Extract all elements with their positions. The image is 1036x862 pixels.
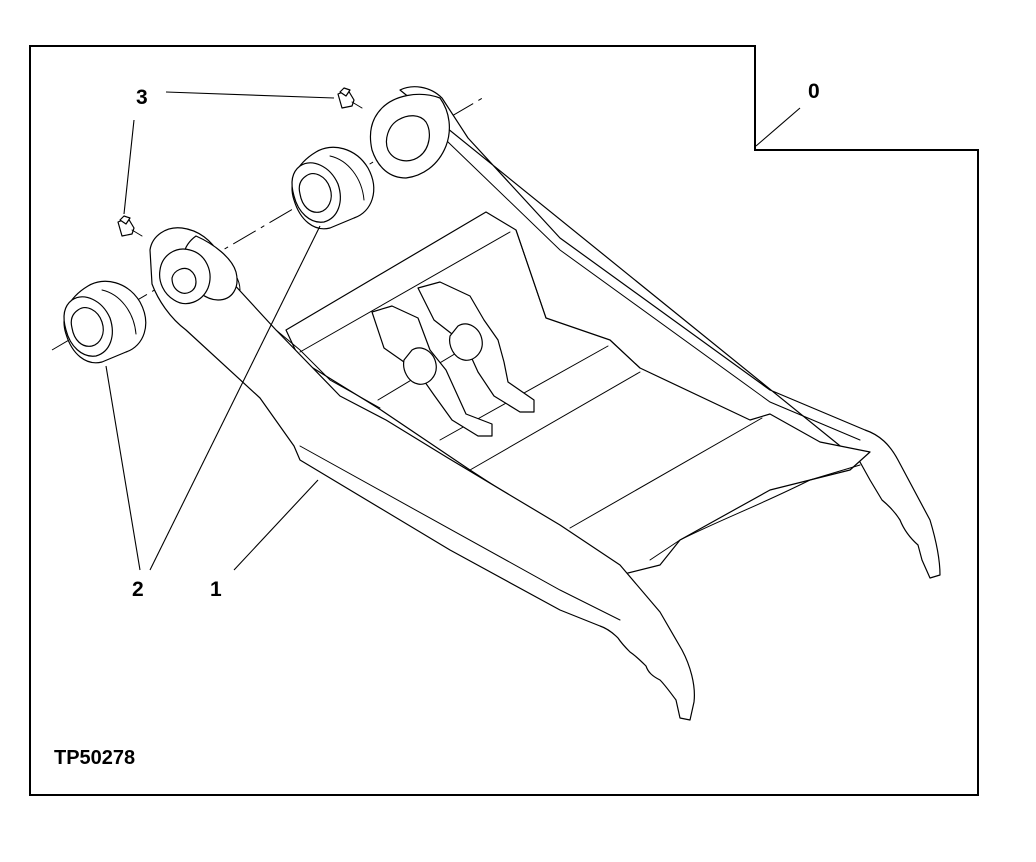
leader-0 xyxy=(755,107,801,147)
leader-1 xyxy=(233,479,319,571)
grease-fitting-upper xyxy=(337,87,363,109)
bushing-upper xyxy=(291,146,375,230)
bushing-lower xyxy=(63,280,147,364)
grease-fitting-lower xyxy=(117,215,143,237)
leader-2-upper xyxy=(149,225,321,571)
callout-0: 0 xyxy=(808,80,820,103)
leader-2-lower xyxy=(105,365,141,571)
callout-3: 3 xyxy=(136,86,148,109)
leader-3-lower xyxy=(123,119,135,215)
link-deck xyxy=(285,211,871,576)
diagram-frame xyxy=(29,45,979,796)
figure-id-label: TP50278 xyxy=(54,747,135,769)
callout-1: 1 xyxy=(210,578,222,601)
leader-3-upper xyxy=(165,91,335,99)
callout-2: 2 xyxy=(132,578,144,601)
link-part xyxy=(149,86,941,721)
link-back-rail xyxy=(399,86,941,579)
